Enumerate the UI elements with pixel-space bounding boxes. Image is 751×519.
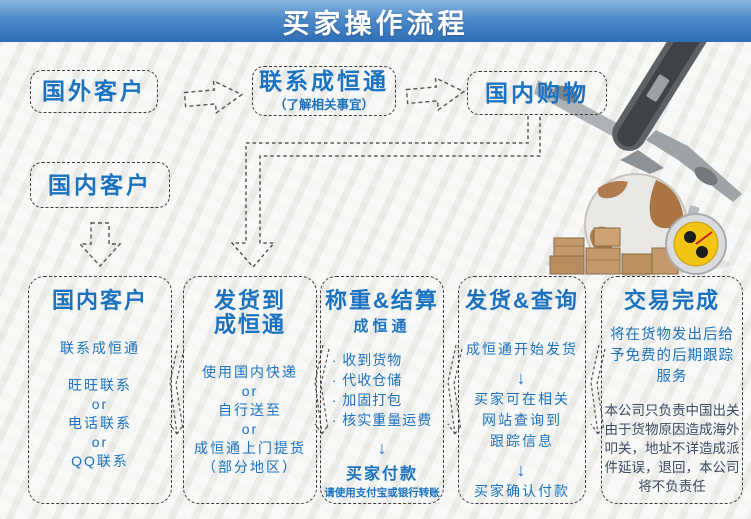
box-line: 跟踪信息 <box>490 433 554 450</box>
shipping-options: 使用国内快递 or 自行送至 or 成恒通上门提货 （部分地区） <box>184 363 316 477</box>
bullet-item: · 收到货物 <box>331 352 403 369</box>
box-line: 联系成恒通 <box>60 340 140 357</box>
box-title: 交易完成 <box>623 288 720 313</box>
box-line: 成恒通开始发货 <box>466 341 578 358</box>
box-line: or <box>241 383 259 400</box>
box-line: or <box>91 396 109 413</box>
process-bullets: · 收到货物 · 代收仓储 · 加固打包 · 核实重量运费 <box>332 350 433 430</box>
flow-arrow-right-icon <box>183 79 244 115</box>
flow-box-contact-chenghengtong: 联系成恒通 （了解相关事宜） <box>252 66 396 116</box>
pay-label: 买家付款 <box>345 466 418 484</box>
flow-box-domestic-customer-detail: 国内客户 联系成恒通 旺旺联系 or 电话联系 or QQ联系 <box>28 276 172 504</box>
down-arrow-glyph: ↓ <box>516 460 528 481</box>
page-title: 买家操作流程 <box>282 8 469 39</box>
pay-note: 请使用支付宝或银行转账 <box>324 487 440 500</box>
disclaimer-line: 件延误，退回，本公司 <box>604 460 740 477</box>
airplane-icon <box>534 42 742 202</box>
disclaimer-line: 将不负责任 <box>638 479 706 496</box>
contact-options: 旺旺联系 or 电话联系 or QQ联系 <box>29 376 171 471</box>
box-line: or <box>91 434 109 451</box>
flow-box-sublabel: （了解相关事宜） <box>273 98 374 113</box>
box-line: 自行送至 <box>218 402 282 419</box>
box-line: 予免费的后期跟踪 <box>610 348 734 365</box>
box-line: 买家可在相关 <box>474 391 570 408</box>
box-line: 电话联系 <box>68 415 132 432</box>
bullet-item: · 核实重量运费 <box>331 412 433 429</box>
down-arrow-glyph: ↓ <box>377 438 387 459</box>
down-arrow-glyph: ↓ <box>516 368 528 389</box>
box-line: 服务 <box>656 369 688 386</box>
flow-box-label: 国内客户 <box>48 171 152 198</box>
box-title: 国内客户 <box>51 288 148 313</box>
flow-gap-arrow-icon <box>590 344 606 435</box>
flow-box-label: 国内购物 <box>485 79 589 106</box>
box-line: 使用国内快递 <box>202 364 298 381</box>
shipping-illustration <box>534 42 742 276</box>
box-subtitle: 成恒通 <box>353 318 411 336</box>
after-sale-service-text: 将在货物发出后给 予免费的后期跟踪 服务 <box>602 325 742 388</box>
flow-gap-arrow-icon <box>314 344 330 435</box>
box-title-line: 成恒通 <box>213 312 286 338</box>
bullet-item: · 加固打包 <box>331 392 403 409</box>
flow-gap-arrow-icon <box>169 344 185 435</box>
flow-gap-arrow-icon <box>447 344 463 435</box>
flow-box-label: 联系成恒通 <box>259 67 389 94</box>
flow-box-label: 国外客户 <box>42 78 146 105</box>
flow-arrow-right-icon <box>405 76 466 112</box>
flow-box-overseas-customer: 国外客户 <box>30 70 158 113</box>
page-header: 买家操作流程 <box>0 0 751 42</box>
disclaimer-line: 本公司只负责中国出关 <box>604 403 740 420</box>
box-title: 发货&查询 <box>465 288 579 313</box>
box-line: （部分地区） <box>202 459 298 476</box>
box-line: QQ联系 <box>71 453 129 470</box>
box-title: 发货到 成恒通 <box>184 288 316 338</box>
disclaimer-line: 由于货物原因造成海外 <box>604 422 740 439</box>
flow-box-domestic-customer: 国内客户 <box>30 162 170 208</box>
flow-box-weigh-and-settle: 称重&结算 成恒通 · 收到货物 · 代收仓储 · 加固打包 · 核实重量运费 … <box>320 276 444 504</box>
disclaimer-line: 叩关，地址不详造成派 <box>604 441 740 458</box>
stopwatch-icon <box>665 205 727 275</box>
flow-box-dispatch-and-track: 发货&查询 成恒通开始发货 ↓ 买家可在相关 网站查询到 跟踪信息 ↓ 买家确认… <box>458 276 586 504</box>
box-title: 称重&结算 <box>325 288 439 313</box>
box-line: 将在货物发出后给 <box>610 327 734 344</box>
tracking-steps: 成恒通开始发货 ↓ 买家可在相关 网站查询到 跟踪信息 ↓ 买家确认付款 <box>459 339 585 502</box>
flow-arrow-down-icon <box>78 222 122 268</box>
flow-box-ship-to-chenghengtong: 发货到 成恒通 使用国内快递 or 自行送至 or 成恒通上门提货 （部分地区） <box>183 276 317 504</box>
box-line: 网站查询到 <box>482 412 562 429</box>
box-line: 旺旺联系 <box>68 377 132 394</box>
box-title-line: 发货到 <box>213 288 286 313</box>
bullet-item: · 代收仓储 <box>331 372 403 389</box>
box-line: or <box>241 421 259 438</box>
flow-box-transaction-complete: 交易完成 将在货物发出后给 予免费的后期跟踪 服务 本公司只负责中国出关 由于货… <box>601 276 743 504</box>
flow-box-domestic-shopping: 国内购物 <box>467 71 607 115</box>
box-line: 成恒通上门提货 <box>194 440 306 457</box>
disclaimer-text: 本公司只负责中国出关 由于货物原因造成海外 叩关，地址不详造成派 件延误，退回，… <box>602 402 742 497</box>
box-line: 买家确认付款 <box>474 483 570 500</box>
